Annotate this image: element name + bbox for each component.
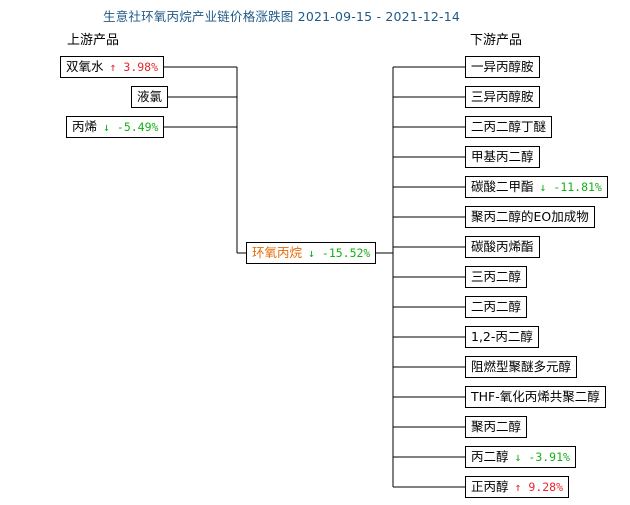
up-product-change: ↑ 3.98%: [109, 60, 159, 74]
upstream-header: 上游产品: [67, 33, 120, 48]
down-product-name: 碳酸丙烯酯: [471, 239, 534, 254]
down-product-name: 一异丙醇胺: [471, 59, 534, 74]
down-product-name: 三丙二醇: [471, 269, 522, 284]
down-product-node[interactable]: 聚丙二醇的EO加成物: [465, 206, 595, 228]
down-product-name: 聚丙二醇: [471, 419, 522, 434]
down-product-node[interactable]: THF-氧化丙烯共聚二醇: [465, 386, 606, 408]
up-product-node[interactable]: 双氧水 ↑ 3.98%: [60, 56, 165, 78]
down-product-node[interactable]: 二丙二醇: [465, 296, 528, 318]
down-product-node[interactable]: 甲基丙二醇: [465, 146, 540, 168]
down-product-node[interactable]: 1,2-丙二醇: [465, 326, 539, 348]
down-product-node[interactable]: 阻燃型聚醚多元醇: [465, 356, 578, 378]
center-product-node[interactable]: 环氧丙烷 ↓ -15.52%: [246, 242, 377, 264]
down-product-node[interactable]: 聚丙二醇: [465, 416, 528, 438]
down-product-name: 三异丙醇胺: [471, 89, 534, 104]
down-product-change: ↓ -11.81%: [539, 180, 602, 194]
down-product-name: 1,2-丙二醇: [471, 329, 533, 344]
center-product-change: ↓ -15.52%: [308, 246, 371, 260]
down-product-node[interactable]: 碳酸二甲酯 ↓ -11.81%: [465, 176, 608, 198]
center-product-name: 环氧丙烷: [252, 245, 303, 260]
down-product-node[interactable]: 三异丙醇胺: [465, 86, 540, 108]
down-product-name: 碳酸二甲酯: [471, 179, 534, 194]
up-product-name: 丙烯: [72, 119, 98, 134]
down-arrow-icon: ↓: [308, 246, 315, 260]
down-product-name: 甲基丙二醇: [471, 149, 534, 164]
up-arrow-icon: ↑: [514, 480, 522, 494]
down-product-node[interactable]: 丙二醇 ↓ -3.91%: [465, 446, 576, 468]
up-product-name: 液氯: [137, 89, 163, 104]
down-arrow-icon: ↓: [514, 450, 522, 464]
down-product-name: 正丙醇: [471, 479, 509, 494]
down-product-name: 二丙二醇丁醚: [471, 119, 547, 134]
down-product-name: 聚丙二醇的EO加成物: [471, 209, 589, 224]
downstream-header: 下游产品: [470, 33, 523, 48]
chart-title: 生意社环氧丙烷产业链价格涨跌图 2021-09-15 - 2021-12-14: [103, 9, 461, 24]
down-product-node[interactable]: 一异丙醇胺: [465, 56, 540, 78]
up-arrow-icon: ↑: [109, 60, 117, 74]
down-product-name: THF-氧化丙烯共聚二醇: [471, 389, 600, 404]
down-product-name: 二丙二醇: [471, 299, 522, 314]
up-product-change: ↓ -5.49%: [103, 120, 159, 134]
up-product-node[interactable]: 液氯: [131, 86, 169, 108]
down-product-change: ↑ 9.28%: [514, 480, 564, 494]
down-product-node[interactable]: 三丙二醇: [465, 266, 528, 288]
up-product-name: 双氧水: [66, 59, 104, 74]
down-product-change: ↓ -3.91%: [514, 450, 570, 464]
down-product-node[interactable]: 碳酸丙烯酯: [465, 236, 540, 258]
down-product-name: 丙二醇: [471, 449, 509, 464]
down-product-name: 阻燃型聚醚多元醇: [471, 359, 572, 374]
down-product-node[interactable]: 正丙醇 ↑ 9.28%: [465, 476, 570, 498]
down-arrow-icon: ↓: [539, 180, 547, 194]
down-product-node[interactable]: 二丙二醇丁醚: [465, 116, 553, 138]
down-arrow-icon: ↓: [103, 120, 110, 134]
up-product-node[interactable]: 丙烯 ↓ -5.49%: [66, 116, 165, 138]
